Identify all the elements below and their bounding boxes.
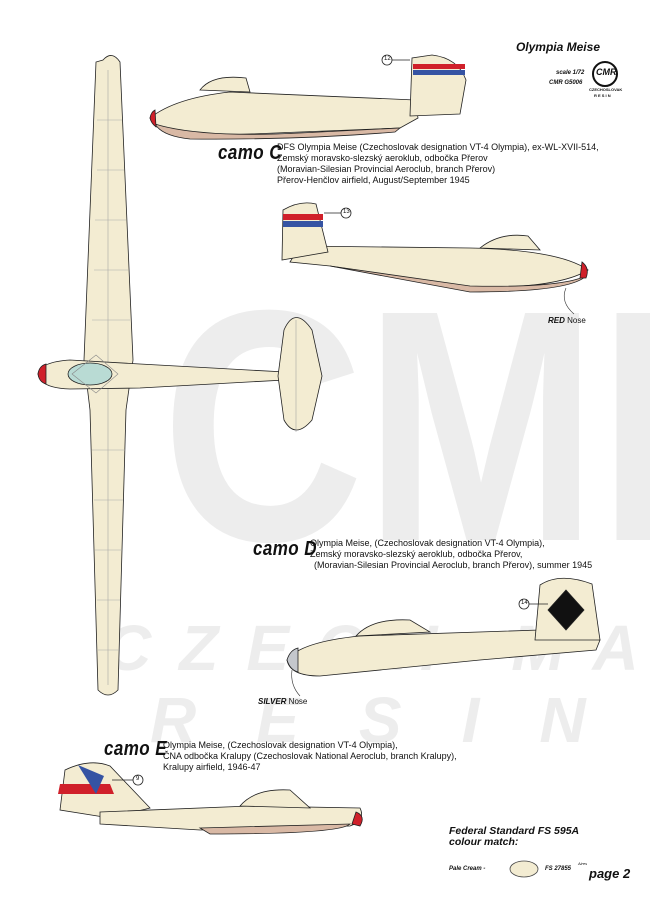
brand-mark: Aires (578, 861, 588, 866)
watermark-letters: CMR (162, 242, 650, 611)
fs-colour-match: Federal Standard FS 595A colour match: (449, 826, 579, 847)
camo-e-label: camo E (104, 738, 168, 760)
pale-cream-swatch (509, 860, 539, 878)
camo-c-line-4: Přerov-Henčlov airfield, August/Septembe… (277, 175, 470, 185)
fs-line-1: Federal Standard FS 595A (449, 825, 580, 837)
logo-letters: CMR (596, 67, 617, 77)
scale-label: scale 1/72 (556, 70, 585, 76)
fs-code: FS 27855 (545, 866, 572, 872)
red-nose-bold: RED (548, 316, 565, 325)
camo-e-line-2: ČNA odbočka Kralupy (Czechoslovak Nation… (163, 751, 457, 761)
camo-d-label: camo D (253, 538, 317, 560)
camo-d-description: Olympia Meise, (Czechoslovak designation… (310, 538, 592, 571)
red-nose-note: RED Nose (548, 316, 586, 325)
watermark-line2: RESIN (150, 684, 646, 756)
camo-d-line-1: Olympia Meise, (Czechoslovak designation… (310, 538, 545, 548)
camo-e-line-1: Olympia Meise, (Czechoslovak designation… (163, 740, 398, 750)
number-12: 12 (384, 56, 391, 62)
glider-camo-c (149, 54, 467, 140)
fs-line-2: colour match: (449, 835, 519, 848)
silver-nose-note: SILVER Nose (258, 697, 307, 706)
camo-c-line-1: DFS Olympia Meise (Czechoslovak designat… (277, 142, 599, 152)
glider-camo-e (58, 762, 363, 835)
number-9: 9 (136, 776, 140, 782)
camo-e-line-3: Kralupy airfield, 1946-47 (163, 762, 261, 772)
catalog-code: CMR G5006 (549, 80, 583, 86)
glider-camo-d (286, 577, 601, 697)
camo-d-line-3: (Moravian-Silesian Provincial Aeroclub, … (314, 560, 593, 570)
swatch-label: Pale Cream - (449, 866, 486, 872)
page-title: Olympia Meise (515, 40, 600, 54)
cmr-logo (592, 61, 618, 87)
silver-nose-rest: Nose (286, 697, 308, 706)
camo-c-line-3: (Moravian-Silesian Provincial Aeroclub, … (277, 164, 496, 174)
silver-nose-bold: SILVER (258, 697, 287, 706)
camo-d-line-2: Zemský moravsko-slezský aeroklub, odbočk… (310, 549, 523, 559)
tailplane (277, 317, 323, 431)
number-13: 13 (343, 209, 350, 215)
glider-camo-c-side (281, 202, 589, 315)
canopy-top (67, 362, 113, 386)
camo-e-description: Olympia Meise, (Czechoslovak designation… (163, 740, 457, 773)
number-14: 14 (521, 600, 528, 606)
logo-subtitle-2: R E S I N (594, 93, 611, 98)
top-view-glider (37, 55, 323, 696)
camo-c-label: camo C (218, 142, 282, 164)
logo-subtitle: CZECHOSLOVAK (589, 87, 623, 92)
page-number: page 2 (589, 866, 631, 881)
camo-c-description: DFS Olympia Meise (Czechoslovak designat… (277, 142, 599, 186)
camo-c-line-2: Zemský moravsko-slezský aeroklub, odbočk… (277, 153, 488, 163)
nose-red-top (37, 363, 47, 385)
red-nose-rest: Nose (564, 316, 586, 325)
